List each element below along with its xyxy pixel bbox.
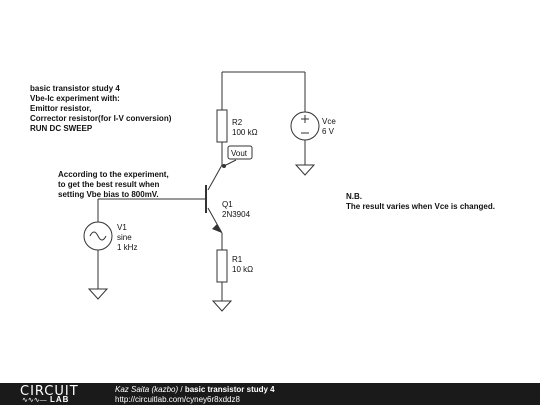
logo-text-circuit: CIRCUIT [20,384,79,399]
note-line: N.B. [346,192,362,201]
circuitlab-logo[interactable]: CIRCUIT ∿∿∿— LAB [20,384,94,404]
note-line: The result varies when Vce is changed. [346,202,495,211]
v1-freq: 1 kHz [117,243,137,252]
v1-name: V1 [117,223,127,232]
q1-emitter-arrow [212,224,222,233]
logo-text-lab: LAB [50,395,70,404]
vce-value: 6 V [322,127,335,136]
r2-name: R2 [232,118,243,127]
r1-name: R1 [232,255,243,264]
resistor-icon: ∿∿∿— [22,397,47,404]
r1-value: 10 kΩ [232,265,253,274]
v1-type: sine [117,233,132,242]
footer-attribution: Kaz Saita (kazbo) / basic transistor stu… [115,385,275,394]
experiment-note: According to the experiment, to get the … [58,170,169,200]
note-line: RUN DC SWEEP [30,124,93,133]
separator: / [178,385,185,394]
note-line: basic transistor study 4 [30,84,120,93]
q1-value: 2N3904 [222,210,251,219]
sine-wave-icon [89,231,107,241]
note-line: setting Vbe bias to 800mV. [58,190,159,199]
ground-icon-v1 [87,288,109,300]
title-note: basic transistor study 4 Vbe-Ic experime… [30,84,171,134]
r1-resistor-body [216,249,228,283]
vout-tag-box [227,145,253,160]
vout-tag-label: Vout [231,149,248,158]
note-line: According to the experiment, [58,170,169,179]
ground-icon-vce [294,164,316,176]
vout-node-dot [222,164,226,168]
vce-name: Vce [322,117,336,126]
vout-pointer [223,159,237,167]
note-line: to get the best result when [58,180,160,189]
q1-name: Q1 [222,200,233,209]
circuit-title: basic transistor study 4 [184,385,275,394]
nb-note: N.B. The result varies when Vce is chang… [346,192,495,212]
note-line: Vbe-Ic experiment with: [30,94,120,103]
q1-collector [207,164,223,191]
author-link[interactable]: Kaz Saita (kazbo) [115,385,179,394]
circuit-url-link[interactable]: http://circuitlab.com/cyney6r8xddz8 [115,395,240,404]
polarity-icon [301,115,309,134]
note-line: Corrector resistor(for I-V conversion) [30,114,172,123]
circuit-schematic: Vout R2 100 kΩ Q1 2N3904 V1 sine 1 kHz R… [83,71,336,312]
r2-value: 100 kΩ [232,128,258,137]
ground-icon-r1 [211,300,233,312]
note-line: Emittor resistor, [30,104,92,113]
footer-bar: CIRCUIT ∿∿∿— LAB Kaz Saita (kazbo) / bas… [0,383,540,405]
r2-resistor-body [216,109,228,143]
